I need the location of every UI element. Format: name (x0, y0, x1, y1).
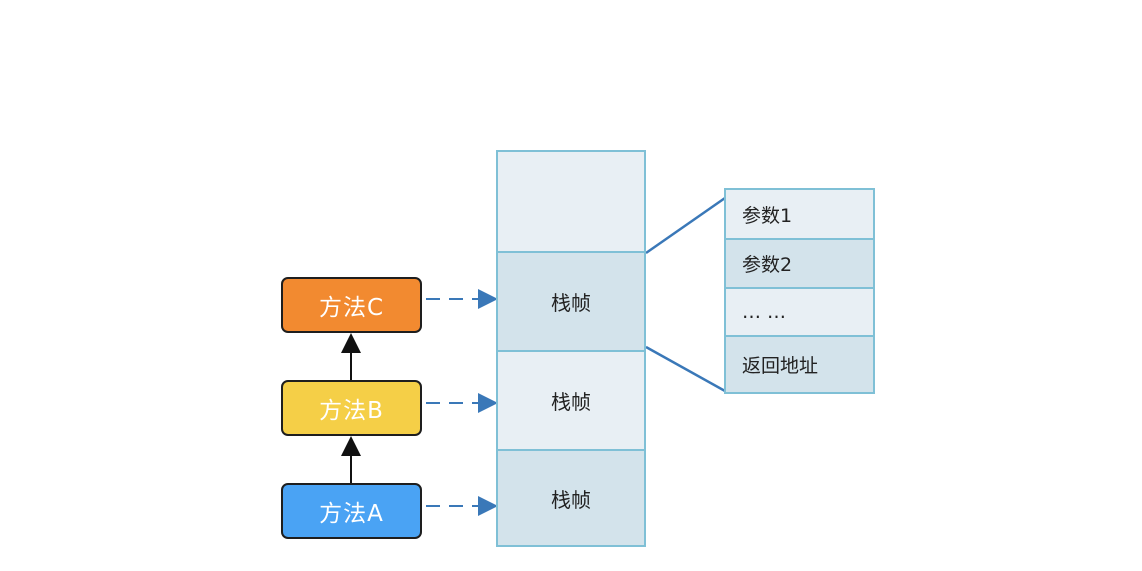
method-a-box: 方法A (281, 483, 422, 539)
method-c-box: 方法C (281, 277, 422, 333)
zoom-line-top (645, 196, 726, 255)
zoom-line-bottom (645, 345, 726, 393)
frame-detail: 参数1 参数2 … … 返回地址 (724, 188, 875, 394)
stack-frame-b: 栈帧 (498, 350, 644, 449)
method-b-box: 方法B (281, 380, 422, 436)
frame-return-address: 返回地址 (726, 335, 873, 392)
frame-param-2: 参数2 (726, 238, 873, 287)
stack-frame-a: 栈帧 (498, 449, 644, 545)
stack-empty-slot (498, 152, 644, 251)
frame-param-1: 参数1 (726, 190, 873, 238)
call-stack: 栈帧 栈帧 栈帧 (496, 150, 646, 547)
stack-frame-c: 栈帧 (498, 251, 644, 350)
frame-ellipsis: … … (726, 287, 873, 335)
